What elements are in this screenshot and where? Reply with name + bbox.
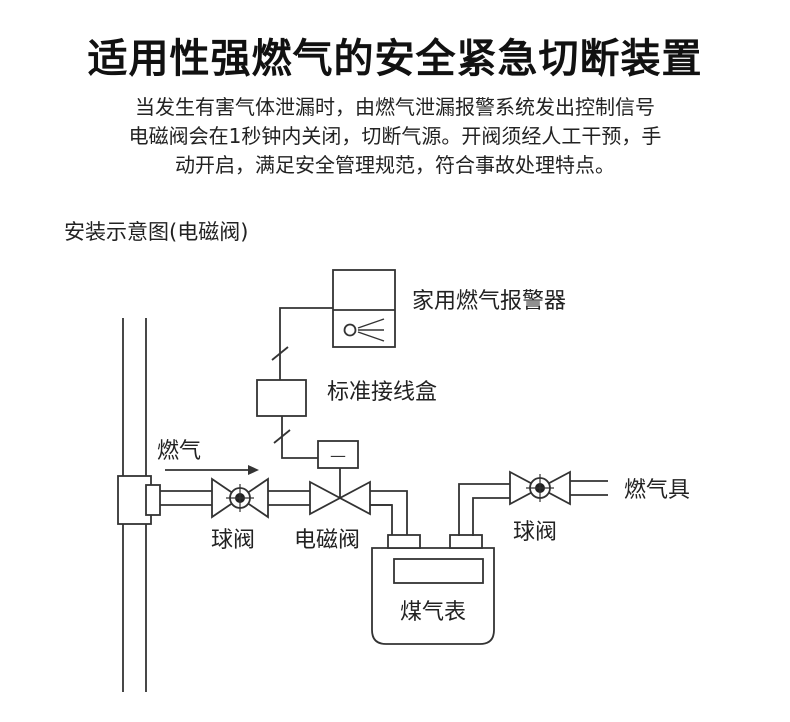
label-ball-valve-right: 球阀 bbox=[513, 520, 557, 545]
label-ball-valve-left: 球阀 bbox=[211, 528, 255, 553]
pipe-elbow bbox=[392, 490, 408, 536]
solenoid-valve bbox=[309, 440, 371, 516]
pipe-elbow bbox=[458, 483, 510, 536]
wire-slash-mark bbox=[271, 346, 289, 361]
pipe-elbow bbox=[472, 497, 510, 536]
alarm-light-icon bbox=[343, 323, 357, 337]
label-solenoid-valve: 电磁阀 bbox=[294, 528, 360, 553]
junction-box bbox=[256, 379, 307, 417]
wire-slash-mark bbox=[273, 429, 291, 444]
label-alarm: 家用燃气报警器 bbox=[412, 289, 566, 314]
signal-wire bbox=[281, 416, 318, 459]
label-gas-meter: 煤气表 bbox=[400, 600, 466, 625]
gas-flow-arrow-icon bbox=[165, 465, 259, 475]
meter-inlet bbox=[387, 534, 421, 549]
solenoid-indicator: — bbox=[330, 446, 346, 465]
meter-outlet bbox=[449, 534, 483, 549]
signal-wire bbox=[279, 307, 333, 380]
diagram-subtitle: 安装示意图(电磁阀) bbox=[64, 220, 249, 244]
ball-valve-left bbox=[211, 477, 269, 519]
page-title: 适用性强燃气的安全紧急切断装置 bbox=[87, 36, 703, 82]
description-line: 电磁阀会在1秒钟内关闭，切断气源。开阀须经人工干预，手 bbox=[128, 124, 662, 148]
description: 当发生有害气体泄漏时，由燃气泄漏报警系统发出控制信号 电磁阀会在1秒钟内关闭，切… bbox=[0, 93, 790, 180]
ball-valve-right bbox=[509, 470, 571, 506]
description-line: 动开启，满足安全管理规范，符合事故处理特点。 bbox=[175, 153, 615, 177]
gas-meter bbox=[371, 534, 495, 645]
pipe-elbow bbox=[370, 504, 393, 536]
description-line: 当发生有害气体泄漏时，由燃气泄漏报警系统发出控制信号 bbox=[135, 95, 655, 119]
label-gas-flow: 燃气 bbox=[157, 439, 201, 464]
solenoid-coil bbox=[317, 440, 359, 469]
meter-display bbox=[393, 558, 484, 584]
label-junction-box: 标准接线盒 bbox=[327, 380, 437, 405]
pipe-coupling bbox=[145, 484, 161, 516]
label-gas-appliance: 燃气具 bbox=[624, 478, 690, 503]
gas-alarm bbox=[332, 269, 396, 348]
